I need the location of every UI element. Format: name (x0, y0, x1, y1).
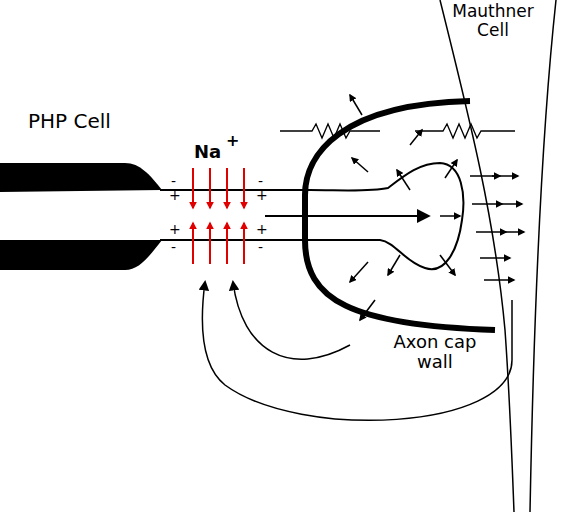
axon-terminal (160, 163, 463, 269)
php-axon-myelin (0, 163, 162, 192)
ion-charge: + (226, 132, 239, 150)
charge-sign: + (256, 222, 268, 237)
cell-name: PHP Cell (28, 110, 111, 132)
return-current-arrow (233, 282, 350, 359)
return-current-arrow (202, 282, 512, 420)
charge-sign: + (256, 188, 268, 203)
sodium-influx-arrows (193, 168, 244, 264)
part-name: Axon cap wall (380, 332, 490, 372)
mauthner-membrane (530, 0, 556, 512)
current-arrows (350, 95, 524, 320)
php-axon-myelin (0, 240, 162, 270)
charge-sign: - (171, 240, 176, 255)
current-arrow (265, 215, 428, 217)
cell-name: Mauthner Cell (448, 2, 538, 39)
resistor-symbol (415, 124, 515, 138)
ion-name: Na (194, 142, 221, 162)
charge-sign: + (169, 222, 181, 237)
charge-sign: - (258, 240, 263, 255)
charge-sign: + (169, 188, 181, 203)
resistor-symbol (280, 124, 380, 138)
